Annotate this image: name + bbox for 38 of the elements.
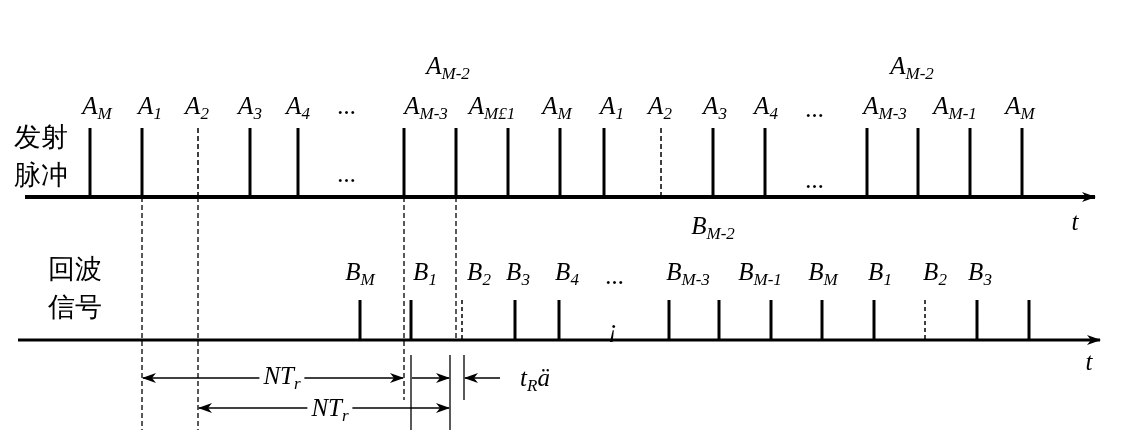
pulse-label: A$_{3}$ [238, 92, 262, 125]
pulse-label: A$_{M}$ [82, 92, 112, 125]
ellipsis: ... [337, 92, 357, 120]
pulse-label: A$_{4}$ [286, 92, 310, 125]
pulse-label: B$_{1}$ [868, 258, 892, 291]
pulse-label: B$_{4}$ [555, 258, 579, 291]
pulse-label: A$_{M-2}$ [890, 52, 934, 85]
pulse-label: B$_{2}$ [923, 258, 947, 291]
pulse-label: A$_{1}$ [138, 92, 162, 125]
pulse-label: A$_{M}$ [542, 92, 572, 125]
pulse-label: B$_{3}$ [968, 258, 992, 291]
pulse-label: B$_{M}$ [345, 258, 375, 291]
ellipsis: ... [805, 95, 825, 123]
pulse-label: B$_{M}$ [808, 258, 838, 291]
pulse-label: A$_{4}$ [754, 92, 778, 125]
ellipsis: ... [805, 166, 825, 194]
pulse-label: B$_{M-3}$ [666, 258, 710, 291]
pulse-label: B$_{2}$ [467, 258, 491, 291]
pulse-label: A$_{M}$ [1005, 92, 1035, 125]
pulse-label: A$_{M-1}$ [933, 92, 977, 125]
pulse-label: A$_{2}$ [648, 92, 672, 125]
pulse-label: A$_{2}$ [185, 92, 209, 125]
ellipsis: ... [337, 160, 357, 188]
axis-label: t [1071, 208, 1079, 236]
pulse-label: A$_{1}$ [600, 92, 624, 125]
row-label: 发射脉冲 [14, 121, 69, 192]
pulse-label: A$_{M£1}$ [468, 92, 516, 125]
pulse-label: B$_{M-2}$ [691, 212, 735, 245]
ellipsis: ... [605, 262, 625, 290]
pulse-label: A$_{3}$ [703, 92, 727, 125]
row-label: 回波信号 [48, 253, 103, 324]
pulse-label: B$_{M-1}$ [738, 258, 782, 291]
pulse-label: A$_{M-3}$ [404, 92, 448, 125]
pulse-label: B$_{1}$ [413, 258, 437, 291]
pulse-label: A$_{M-3}$ [863, 92, 907, 125]
pulse-label: B$_{3}$ [506, 258, 530, 291]
pulse-label: A$_{M-2}$ [426, 52, 470, 85]
axis-label: t [1085, 348, 1093, 376]
